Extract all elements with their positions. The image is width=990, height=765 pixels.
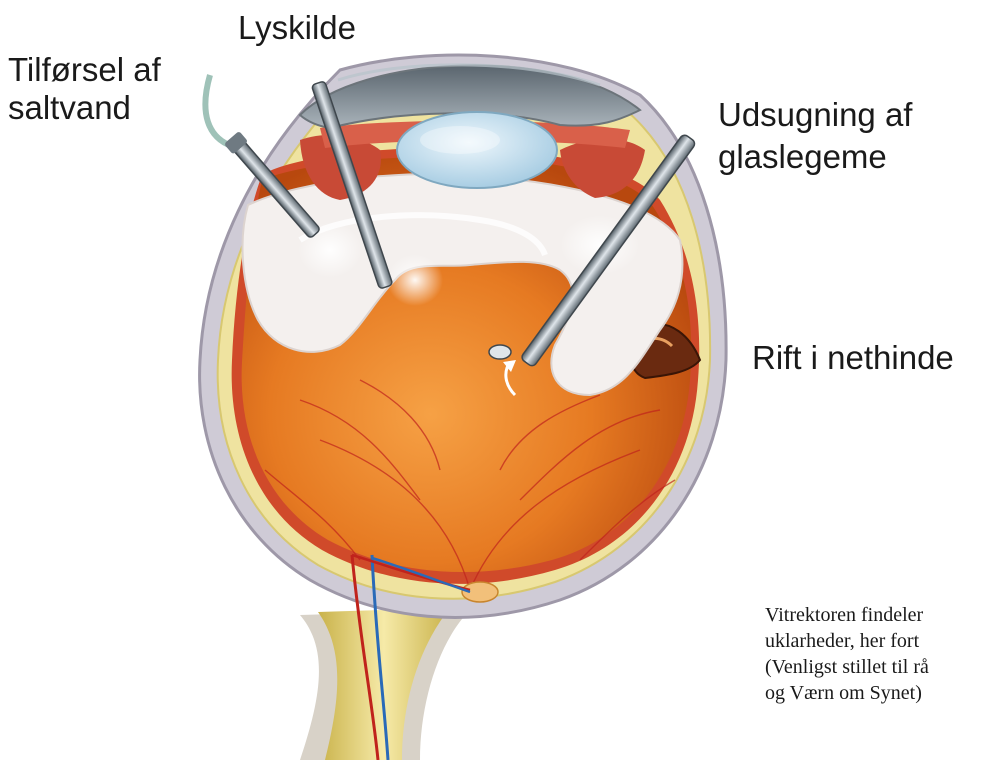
label-light-source: Lyskilde [238, 8, 356, 48]
label-saline-line1: Tilførsel af [8, 50, 161, 90]
label-saline-line2: saltvand [8, 88, 131, 128]
caption-line: Vitrektoren findeler [765, 602, 990, 628]
caption-line: og Værn om Synet) [765, 680, 990, 706]
figure-caption: Vitrektoren findeler uklarheder, her for… [765, 602, 990, 706]
caption-line: (Venligst stillet til rå [765, 654, 990, 680]
light-beam-glow [387, 254, 443, 306]
label-vitreous-line2: glaslegeme [718, 137, 887, 177]
label-retina-tear: Rift i nethinde [752, 338, 954, 378]
label-vitreous-line1: Udsugning af [718, 95, 912, 135]
caption-line: uklarheder, her fort [765, 628, 990, 654]
